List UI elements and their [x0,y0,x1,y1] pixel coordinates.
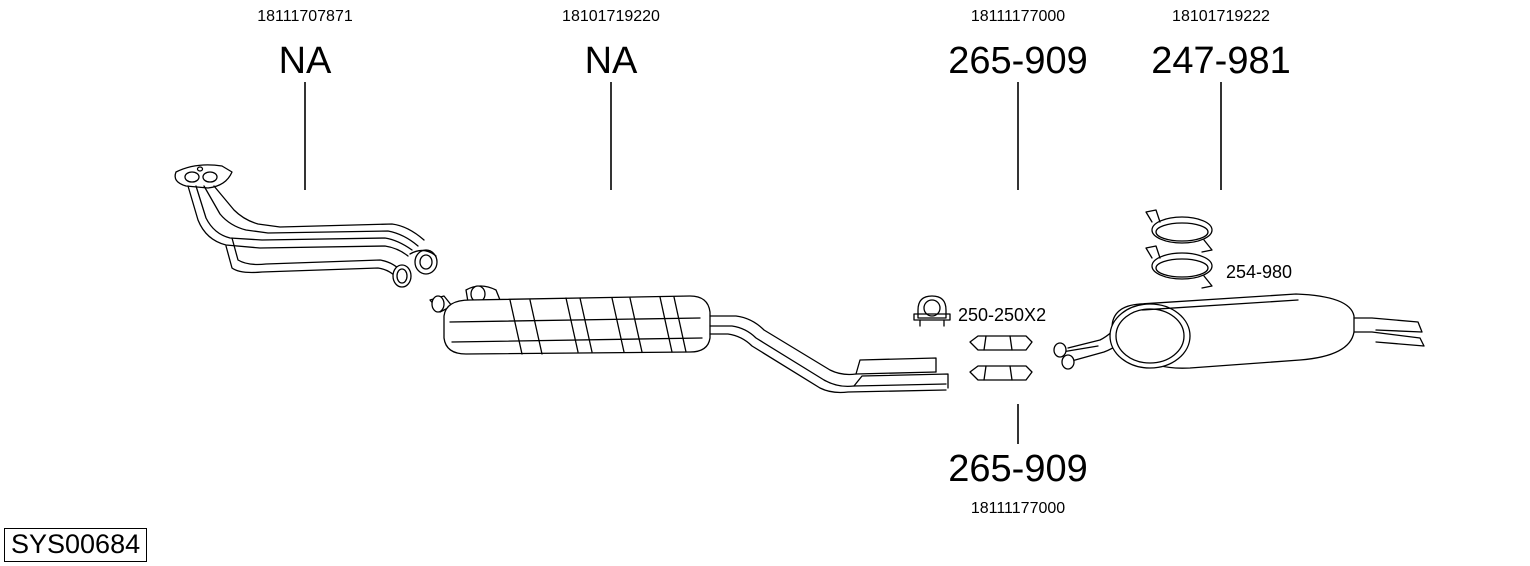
center-silencer [429,285,949,394]
front-pipe [174,164,438,288]
part-number-center-silencer: NA [584,40,638,82]
oem-number-rear-silencer: 18101719222 [1172,8,1270,25]
oem-number-connector-bottom: 18111177000 [970,500,1066,517]
rear-silencer [1053,293,1425,370]
part-number-connector-bottom: 265-909 [948,448,1088,490]
connector-sleeves [969,335,1033,381]
clamp-pair [1145,209,1213,289]
oem-number-front-pipe: 18111707871 [257,8,353,25]
clamp-single [913,295,951,327]
oem-number-center-silencer: 18101719220 [562,8,660,25]
oem-number-connector-top: 18111177000 [970,8,1066,25]
part-number-rear-silencer: 247-981 [1151,40,1291,82]
part-number-clamp-pair: 254-980 [1226,262,1293,282]
system-code-label: SYS00684 [4,528,148,562]
part-number-clamp-single: 250-250X2 [958,305,1047,325]
part-number-front-pipe: NA [278,40,332,82]
part-number-connector-top: 265-909 [948,40,1088,82]
